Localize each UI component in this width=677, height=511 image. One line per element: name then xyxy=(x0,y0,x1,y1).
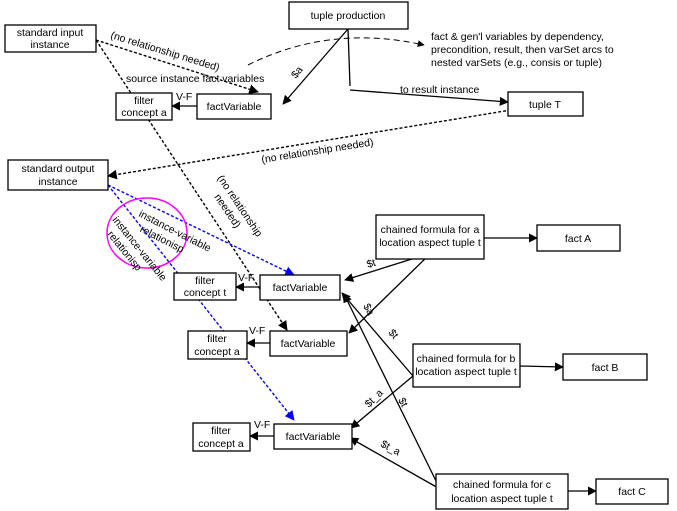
svg-text:concept a: concept a xyxy=(121,107,167,119)
edge-output-to-factvariable-t xyxy=(107,184,295,276)
edge-chained-c-to-factvariable-bottom xyxy=(349,437,441,490)
node-standard-output: standard output instance xyxy=(7,159,109,191)
note-line-1: fact & gen'l variables by dependency, xyxy=(431,31,604,43)
node-filter-concept-a-top: filter concept a xyxy=(115,92,173,121)
label-sta-c: $t_a xyxy=(379,438,403,458)
label-vf-bottom: V-F xyxy=(254,419,270,431)
nodes: standard input instance tuple production… xyxy=(4,1,669,510)
svg-text:location aspect tuple t: location aspect tuple t xyxy=(451,493,553,505)
svg-text:tuple T: tuple T xyxy=(529,99,561,111)
svg-text:standard input: standard input xyxy=(17,27,84,39)
edge-input-to-factvariable xyxy=(95,39,259,94)
node-filter-concept-a-mid: filter concept a xyxy=(187,330,248,360)
relationship-highlight-ellipse xyxy=(106,197,188,269)
edge-chained-b-to-factvariable-bottom xyxy=(350,375,414,429)
label-sa-mid: $a xyxy=(360,302,376,318)
svg-text:factVariable: factVariable xyxy=(281,338,336,350)
edge-to-tuple-t xyxy=(349,89,509,106)
label-st-b: $t xyxy=(386,327,401,342)
label-source-fact-variables: source instance fact variables xyxy=(126,73,264,85)
label-vf-t: V-F xyxy=(238,272,254,284)
node-factvariable-bottom: factVariable xyxy=(273,423,353,450)
svg-text:filter: filter xyxy=(195,275,215,287)
edge-chained-a-to-factvariable-mid xyxy=(348,252,432,334)
node-fact-b: fact B xyxy=(562,353,648,381)
node-chained-formula-c: chained formula for c location aspect tu… xyxy=(435,473,569,510)
node-chained-formula-b: chained formula for b location aspect tu… xyxy=(412,343,521,388)
svg-text:location aspect tuple t: location aspect tuple t xyxy=(415,366,517,378)
label-sa-top: $a xyxy=(289,64,306,81)
svg-text:filter: filter xyxy=(207,333,227,345)
edge-chained-b-to-fact-b xyxy=(519,362,564,372)
node-fact-a: fact A xyxy=(536,224,621,252)
svg-text:instance: instance xyxy=(30,39,69,51)
label-st-a: $t xyxy=(365,257,377,271)
svg-text:concept t: concept t xyxy=(184,287,227,299)
edge-tuple-production-to-factvariable xyxy=(282,28,349,105)
edge-input-to-factvariable-mid xyxy=(95,39,288,331)
label-no-relationship-1: (no relationship needed) xyxy=(109,29,221,74)
svg-text:concept a: concept a xyxy=(198,438,244,450)
label-vf-mid: V-F xyxy=(249,325,265,337)
svg-text:fact A: fact A xyxy=(565,233,591,245)
svg-text:filter: filter xyxy=(134,95,154,107)
label-st-c: $t xyxy=(395,396,410,409)
svg-text:fact C: fact C xyxy=(618,486,646,498)
svg-text:factVariable: factVariable xyxy=(207,101,262,113)
label-no-relationship-2: (no relationship needed) xyxy=(261,136,375,166)
svg-text:factVariable: factVariable xyxy=(286,431,341,443)
node-fact-c: fact C xyxy=(595,478,669,505)
svg-text:location aspect tuple t: location aspect tuple t xyxy=(379,237,481,249)
edge-tuple-production-down xyxy=(347,28,351,87)
label-vf-top: V-F xyxy=(176,91,192,103)
svg-text:tuple production: tuple production xyxy=(311,10,386,22)
node-tuple-t: tuple T xyxy=(507,91,584,117)
edge-output-to-factvariable-bottom xyxy=(107,184,295,421)
svg-text:concept a: concept a xyxy=(194,346,240,358)
node-standard-input: standard input instance xyxy=(4,24,97,53)
svg-text:instance: instance xyxy=(38,176,77,188)
svg-text:standard output: standard output xyxy=(22,163,95,175)
edge-varset-dashed-curve xyxy=(247,37,425,66)
svg-text:chained formula for b: chained formula for b xyxy=(417,353,516,365)
edge-chained-c-to-factvariable-t xyxy=(343,293,441,490)
label-to-result-instance: to result instance xyxy=(400,84,480,96)
note-line-3: nested varSets (e.g., consis or tuple) xyxy=(431,57,602,69)
svg-text:chained formula for c: chained formula for c xyxy=(453,479,551,491)
svg-text:filter: filter xyxy=(211,425,231,437)
svg-text:factVariable: factVariable xyxy=(273,282,328,294)
node-chained-formula-a: chained formula for a location aspect tu… xyxy=(375,214,485,260)
node-factvariable-t: factVariable xyxy=(259,274,341,301)
edge-chained-b-to-factvariable-t xyxy=(341,292,414,377)
node-factvariable-top: factVariable xyxy=(196,93,272,120)
node-filter-concept-a-bottom: filter concept a xyxy=(192,422,251,452)
edge-tuple-t-to-output xyxy=(107,109,512,180)
label-sta-b: $t_a xyxy=(363,387,386,410)
note-line-2: precondition, result, then varSet arcs t… xyxy=(431,44,614,56)
svg-text:chained formula for a: chained formula for a xyxy=(381,224,480,236)
node-tuple-production: tuple production xyxy=(288,1,409,30)
svg-text:fact B: fact B xyxy=(592,362,619,374)
node-factvariable-a-mid: factVariable xyxy=(269,330,348,357)
node-filter-concept-t: filter concept t xyxy=(173,272,237,301)
